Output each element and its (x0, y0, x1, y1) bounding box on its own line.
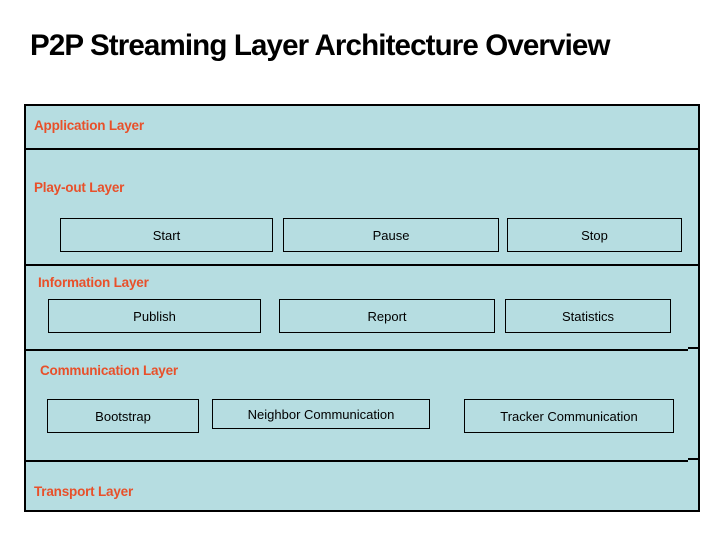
component-bootstrap[interactable]: Bootstrap (47, 399, 199, 433)
divider-stub-communication (688, 458, 700, 460)
architecture-diagram: Application Layer Play-out Layer Start P… (24, 104, 700, 512)
layer-label-communication: Communication Layer (40, 363, 178, 378)
layer-information: Information Layer Publish Report Statist… (26, 266, 698, 349)
component-publish[interactable]: Publish (48, 299, 261, 333)
divider-communication-transport (26, 460, 688, 462)
component-pause[interactable]: Pause (283, 218, 499, 252)
layer-application: Application Layer (26, 106, 698, 148)
component-stop[interactable]: Stop (507, 218, 682, 252)
layer-label-application: Application Layer (34, 118, 144, 133)
layer-communication: Communication Layer Bootstrap Neighbor C… (26, 351, 698, 460)
layer-playout: Play-out Layer Start Pause Stop (26, 150, 698, 264)
component-report[interactable]: Report (279, 299, 495, 333)
component-start[interactable]: Start (60, 218, 273, 252)
component-neighbor-communication[interactable]: Neighbor Communication (212, 399, 430, 429)
layer-label-transport: Transport Layer (34, 484, 134, 499)
layer-transport: Transport Layer (26, 462, 698, 510)
page-title: P2P Streaming Layer Architecture Overvie… (30, 29, 610, 62)
component-tracker-communication[interactable]: Tracker Communication (464, 399, 674, 433)
component-statistics[interactable]: Statistics (505, 299, 671, 333)
divider-application-playout (26, 148, 698, 150)
divider-information-communication (26, 349, 688, 351)
divider-stub-information (688, 347, 700, 349)
layer-label-information: Information Layer (38, 275, 149, 290)
layer-label-playout: Play-out Layer (34, 180, 125, 195)
divider-playout-information (26, 264, 698, 266)
